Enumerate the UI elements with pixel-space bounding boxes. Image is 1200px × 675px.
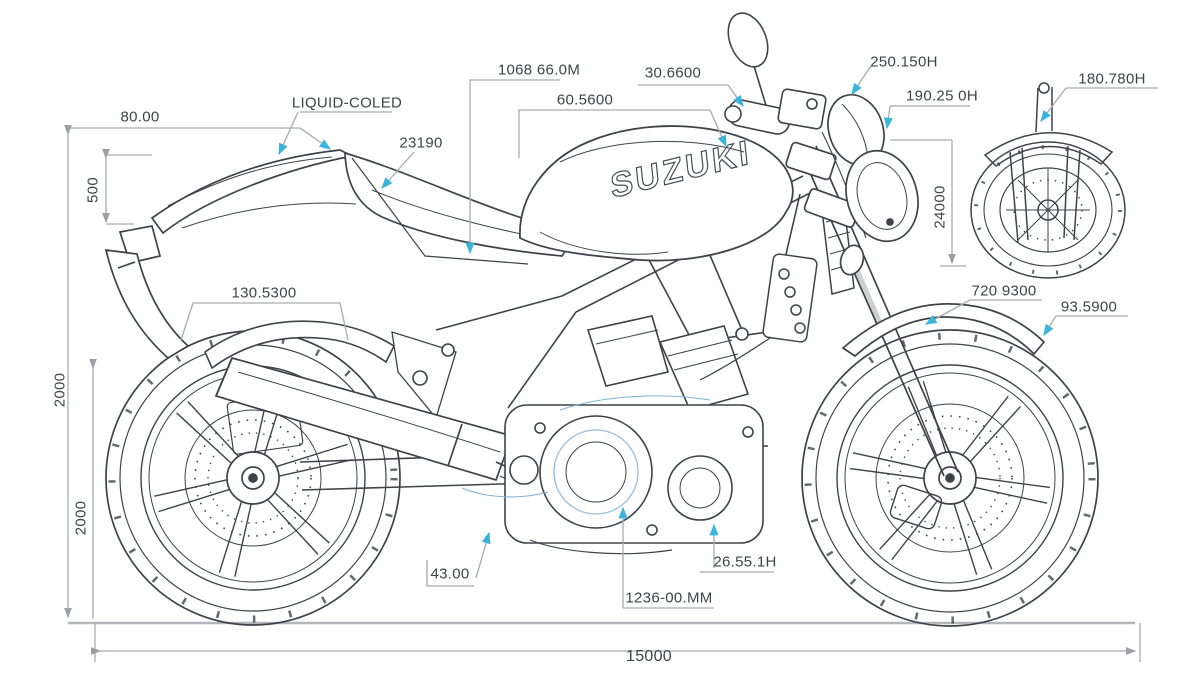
dim-top-width: 80.00 bbox=[120, 108, 160, 126]
handlebar-cluster bbox=[724, 12, 827, 135]
dim-upper-overall: 1068 66.0M bbox=[497, 61, 581, 79]
dimension-lines bbox=[64, 65, 1158, 662]
dim-front-detail: 180.780H bbox=[1078, 70, 1146, 88]
dim-tail-height: 500 bbox=[84, 177, 102, 203]
front-fork bbox=[785, 131, 959, 477]
engine bbox=[461, 315, 764, 555]
dim-fender-top: 720 9300 bbox=[971, 282, 1037, 300]
front-wheel bbox=[801, 329, 1099, 627]
dim-exhaust: 43.00 bbox=[430, 565, 470, 583]
dim-fender-tip: 93.5900 bbox=[1060, 298, 1118, 316]
headlight bbox=[827, 93, 919, 276]
front-view-detail bbox=[970, 82, 1126, 279]
dim-wheel-height: 2000 bbox=[72, 500, 90, 536]
dim-tank-length: 60.5600 bbox=[556, 91, 614, 109]
dim-clearance: 26.55.1H bbox=[713, 553, 777, 571]
front-fender-side bbox=[841, 303, 1046, 358]
dim-bar: 30.6600 bbox=[644, 64, 702, 82]
dim-overall-length: 15000 bbox=[626, 648, 672, 665]
fuel-tank: SUZUKI bbox=[519, 125, 794, 262]
dim-headlight: 190.25 0H bbox=[906, 87, 978, 105]
dim-overall-height: 2000 bbox=[51, 372, 69, 408]
dim-mirror: 250.150H bbox=[870, 53, 938, 71]
dim-underside: 1236-00.MM bbox=[625, 589, 713, 607]
label-liquid-cooled: LIQUID-COLED bbox=[291, 94, 403, 112]
dim-seat: 23190 bbox=[399, 134, 443, 152]
dim-front-height: 24000 bbox=[931, 185, 949, 229]
dim-rear-hugger: 130.5300 bbox=[231, 284, 297, 302]
